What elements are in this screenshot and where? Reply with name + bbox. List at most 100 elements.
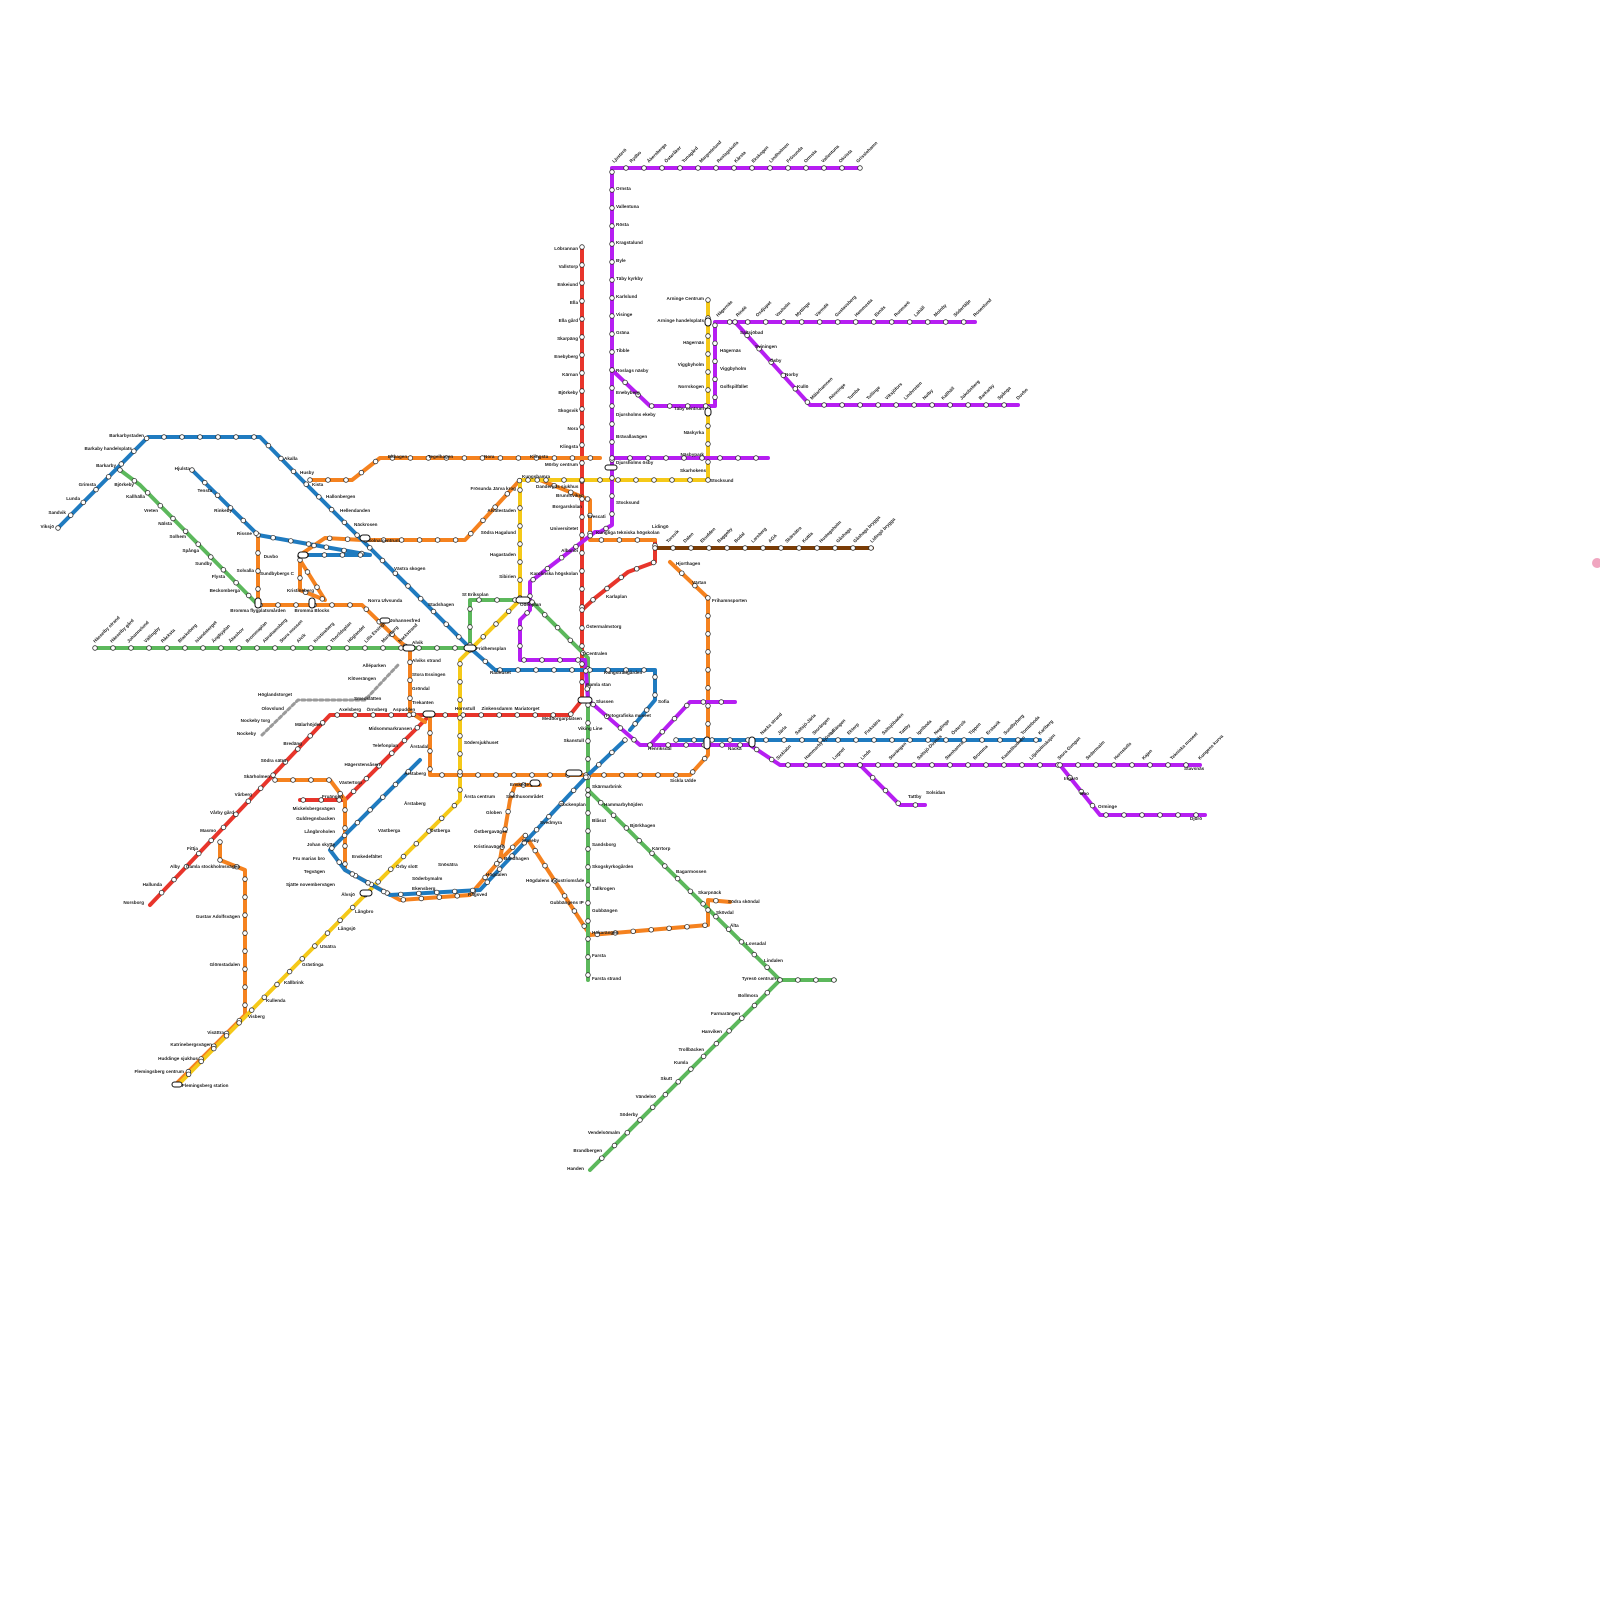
route-grey-tram[interactable]	[260, 663, 400, 737]
station-label[interactable]: Grisslehamn	[855, 140, 878, 163]
station-label[interactable]: Årstaberg	[404, 800, 426, 806]
station-marker[interactable]	[1175, 812, 1181, 818]
station-marker[interactable]	[590, 701, 596, 708]
station-label[interactable]: Ornsta	[616, 186, 631, 191]
station-marker[interactable]	[197, 434, 203, 440]
station-label[interactable]: Lovsadal	[746, 941, 766, 946]
station-label[interactable]: Enkeiund	[557, 282, 578, 287]
station-marker[interactable]	[997, 737, 1003, 743]
station-label[interactable]: Henriksdal	[648, 746, 672, 751]
station-marker[interactable]	[517, 625, 523, 631]
station-marker[interactable]	[233, 434, 239, 440]
station-label[interactable]: Hjorthagen	[676, 561, 700, 566]
station-marker[interactable]	[105, 474, 112, 480]
station-marker[interactable]	[171, 876, 177, 883]
station-marker[interactable]	[687, 477, 693, 483]
station-label[interactable]: Ekudden	[699, 526, 716, 543]
station-label[interactable]: Bredäng	[283, 741, 302, 746]
station-label[interactable]: Sandvik	[48, 510, 66, 515]
station-label[interactable]: Nora	[568, 426, 579, 431]
station-label[interactable]: Blåsut	[592, 817, 607, 823]
station-marker[interactable]	[1089, 802, 1096, 809]
station-marker[interactable]	[561, 477, 567, 483]
station-marker[interactable]	[349, 871, 355, 877]
station-marker[interactable]	[961, 737, 967, 743]
station-label[interactable]: Kista	[312, 482, 324, 487]
station-marker[interactable]	[398, 537, 405, 543]
station-marker[interactable]	[853, 319, 859, 325]
station-label[interactable]: Telefonplan	[373, 743, 399, 748]
station-marker[interactable]	[568, 711, 574, 717]
station-marker[interactable]	[612, 930, 618, 936]
station-marker[interactable]	[684, 924, 690, 930]
station-marker[interactable]	[324, 930, 331, 936]
station-label[interactable]: Högdalen	[486, 872, 507, 877]
station-label[interactable]: Tattby	[898, 722, 911, 735]
station-label[interactable]: Klöverängen	[348, 676, 376, 681]
station-marker[interactable]	[400, 853, 407, 860]
station-marker[interactable]	[504, 491, 510, 497]
station-marker[interactable]	[799, 319, 805, 325]
station-label[interactable]: Solvalla	[237, 568, 255, 573]
station-label[interactable]: Hägernäs	[683, 340, 704, 345]
station-marker[interactable]	[778, 545, 784, 551]
station-marker[interactable]	[575, 657, 581, 663]
station-marker[interactable]	[452, 888, 458, 895]
station-marker[interactable]	[609, 349, 615, 355]
station-marker[interactable]	[705, 667, 711, 673]
station-marker[interactable]	[242, 912, 248, 918]
station-label[interactable]: Skarpnäck	[698, 890, 722, 895]
station-label[interactable]: Skarhokens	[680, 468, 706, 473]
station-marker[interactable]	[579, 643, 585, 649]
station-marker[interactable]	[325, 477, 331, 483]
station-marker[interactable]	[381, 888, 387, 895]
station-marker[interactable]	[427, 748, 433, 754]
hub-alvsjo[interactable]	[359, 889, 373, 897]
station-marker[interactable]	[454, 893, 460, 899]
station-marker[interactable]	[350, 788, 357, 795]
station-marker[interactable]	[290, 645, 296, 651]
station-label[interactable]: Frihamnsporten	[712, 598, 747, 603]
station-marker[interactable]	[245, 592, 252, 599]
station-marker[interactable]	[426, 828, 432, 834]
station-marker[interactable]	[579, 262, 585, 268]
station-marker[interactable]	[407, 695, 413, 701]
station-marker[interactable]	[1193, 812, 1199, 818]
hub-morby[interactable]	[604, 464, 618, 471]
station-marker[interactable]	[300, 797, 306, 803]
station-marker[interactable]	[579, 586, 585, 592]
station-marker[interactable]	[1093, 762, 1099, 768]
station-marker[interactable]	[183, 863, 190, 870]
station-label[interactable]: Spånga	[996, 384, 1012, 400]
hub-alvik[interactable]	[402, 644, 416, 652]
station-label[interactable]: Torsvik	[665, 529, 680, 544]
station-label[interactable]: Södersjukhuset	[464, 740, 499, 745]
station-marker[interactable]	[749, 165, 755, 171]
station-marker[interactable]	[713, 1040, 720, 1047]
station-label[interactable]: Hägernäs	[720, 348, 741, 353]
route-orange-north[interactable]	[308, 456, 602, 482]
station-marker[interactable]	[705, 721, 711, 727]
station-marker[interactable]	[318, 797, 324, 803]
station-label[interactable]: Ljusterö	[611, 147, 627, 163]
station-marker[interactable]	[350, 904, 356, 911]
station-marker[interactable]	[482, 874, 488, 881]
station-marker[interactable]	[943, 319, 949, 325]
station-marker[interactable]	[1165, 762, 1171, 768]
station-marker[interactable]	[457, 697, 463, 703]
station-label[interactable]: Viking Line	[578, 726, 603, 731]
station-marker[interactable]	[569, 455, 576, 461]
station-marker[interactable]	[1019, 762, 1025, 768]
station-label[interactable]: Johannesfred	[390, 618, 420, 623]
station-label[interactable]: Svedmyra	[540, 820, 562, 825]
station-marker[interactable]	[705, 595, 711, 601]
station-label[interactable]: Norra Ulvsunda	[368, 598, 403, 603]
station-marker[interactable]	[457, 751, 463, 757]
station-label[interactable]: Alvatestaden	[487, 508, 516, 513]
station-marker[interactable]	[781, 319, 787, 325]
station-marker[interactable]	[185, 1071, 192, 1077]
station-marker[interactable]	[514, 712, 520, 718]
station-marker[interactable]	[821, 165, 827, 171]
station-marker[interactable]	[705, 477, 711, 483]
station-marker[interactable]	[336, 859, 342, 865]
